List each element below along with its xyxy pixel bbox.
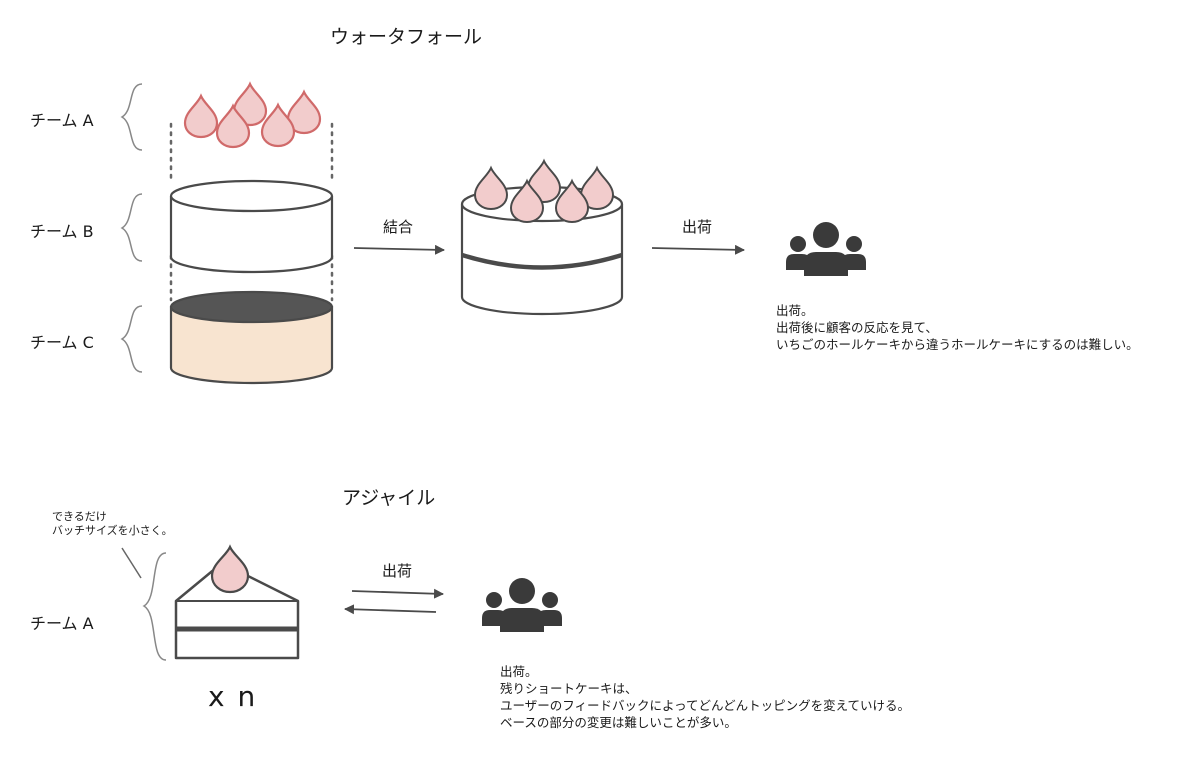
waterfall-ship-label: 出荷 — [682, 218, 713, 236]
team-a-label: チーム A — [30, 111, 94, 130]
batch-size-note: できるだけ バッチサイズを小さく。 — [52, 510, 173, 537]
arrow-right-icon — [353, 244, 445, 255]
whipped-cream-icon — [183, 93, 219, 139]
users-group-icon — [482, 578, 562, 632]
team-b-label: チーム B — [30, 222, 94, 241]
waterfall-ship-note: 出荷。 出荷後に顧客の反応を見て、 いちごのホールケーキから違うホールケーキにす… — [776, 303, 1139, 352]
arrow-right-icon — [651, 244, 745, 255]
whipped-cream-icon — [286, 89, 322, 135]
whipped-cream-icon — [215, 103, 251, 149]
whole-cake-icon — [460, 158, 624, 316]
cake-layer-icon-team-b — [169, 179, 334, 274]
waterfall-title: ウォータフォール — [330, 26, 483, 48]
cake-slice-icon — [174, 544, 300, 660]
users-group-icon — [786, 222, 866, 276]
agile-ship-label: 出荷 — [382, 562, 413, 580]
agile-title: アジャイル — [342, 487, 436, 509]
alignment-guides — [169, 122, 334, 302]
brace-icon-team-c — [120, 305, 143, 373]
cake-layer-icon-team-c — [169, 290, 334, 385]
arrow-right-icon — [351, 588, 444, 599]
brace-icon-team-b — [120, 193, 143, 262]
team-c-label: チーム C — [30, 333, 94, 352]
brace-icon-team-a — [120, 83, 143, 151]
multiplier-label: x n — [208, 680, 258, 713]
whipped-cream-icon — [260, 102, 296, 148]
agile-team-a-label: チーム A — [30, 614, 94, 633]
arrow-left-icon — [344, 604, 437, 615]
merge-label: 結合 — [383, 218, 414, 236]
agile-ship-note: 出荷。 残りショートケーキは、 ユーザーのフィードバックによってどんどんトッピン… — [500, 664, 911, 730]
brace-icon-agile — [142, 552, 167, 661]
note-pointer-line — [121, 547, 142, 579]
whipped-cream-icon-group — [183, 81, 322, 149]
whipped-cream-icon — [232, 81, 268, 127]
